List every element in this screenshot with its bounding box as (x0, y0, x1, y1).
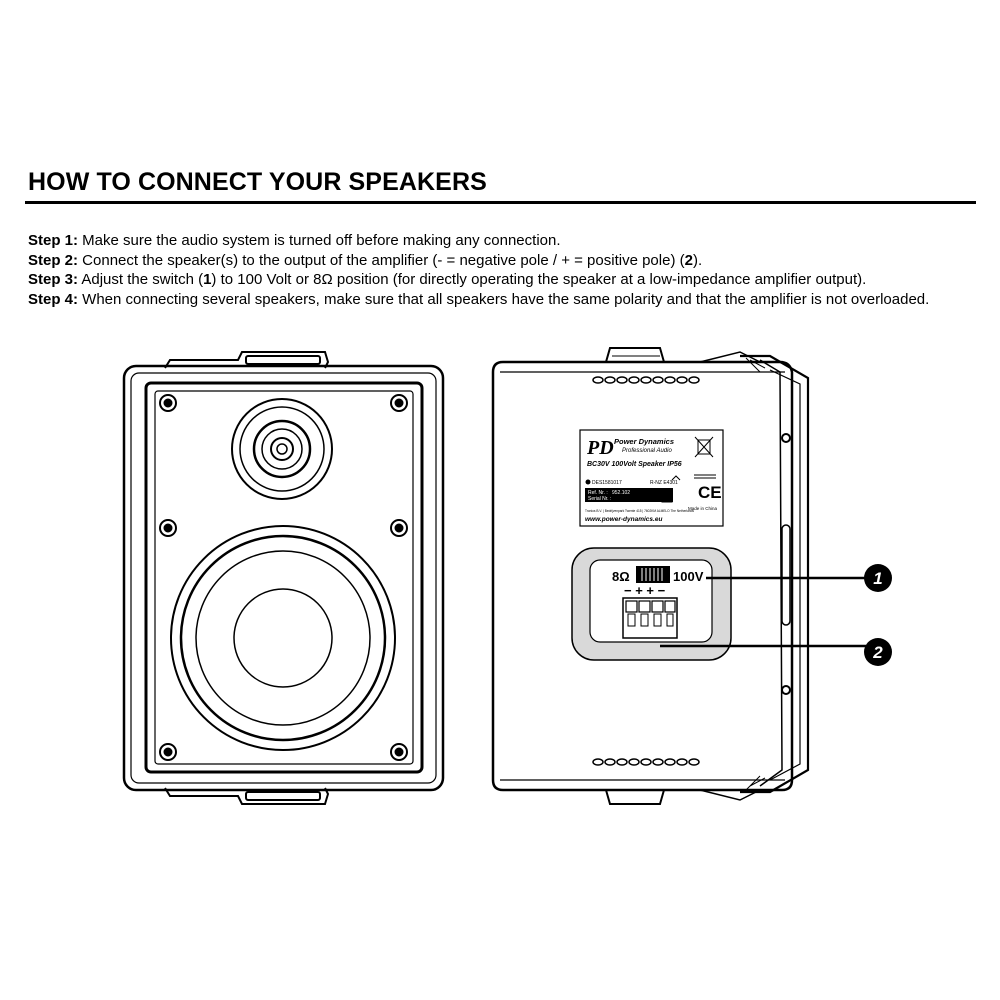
step-2: Step 2: Connect the speaker(s) to the ou… (28, 251, 978, 271)
weee-bin-icon (694, 436, 714, 458)
step-2-label: Step 2: (28, 251, 79, 269)
cert-code-2: R-NZ E4301 (650, 480, 678, 486)
callout-2: 2 (864, 638, 892, 666)
step-2-ref: 2 (684, 251, 693, 269)
cert-code-1: DES1581017 (592, 480, 622, 486)
step-3-ref: 1 (203, 271, 212, 288)
step-4-label: Step 4: (28, 290, 79, 308)
step-2-text-end: ). (692, 251, 703, 269)
brand-subtitle: Professional Audio (622, 448, 672, 454)
svg-text:1: 1 (873, 569, 882, 588)
step-1-text: Make sure the audio system is turned off… (78, 232, 561, 249)
woofer-icon (170, 525, 396, 751)
ref-label: Ref. Nr. : (588, 490, 608, 496)
tweeter-icon (231, 398, 333, 500)
switch-label-100v: 100V (673, 569, 704, 584)
title-divider (25, 201, 976, 204)
callout-1: 1 (864, 564, 892, 592)
instruction-steps: Step 1: Make sure the audio system is tu… (28, 231, 978, 309)
step-1: Step 1: Make sure the audio system is tu… (28, 231, 978, 251)
page-title: HOW TO CONNECT YOUR SPEAKERS (28, 168, 487, 196)
polarity-marks: − + + − (624, 583, 666, 598)
step-1-label: Step 1: (28, 232, 79, 249)
step-3-text-end: ) to 100 Volt or 8Ω position (for direct… (211, 271, 867, 288)
brand-name: Power Dynamics (614, 437, 674, 446)
made-in: Made in China (688, 506, 718, 511)
step-4-text: When connecting several speakers, make s… (78, 290, 930, 308)
wall-bracket (699, 351, 810, 801)
speaker-back-view: PD Power Dynamics Professional Audio BC3… (491, 347, 866, 805)
step-3-label: Step 3: (28, 271, 79, 288)
info-icon (661, 491, 673, 503)
screw-icon (159, 394, 408, 761)
step-4: Step 4: When connecting several speakers… (28, 290, 978, 310)
speaker-front-view (122, 351, 445, 805)
impedance-switch (636, 566, 670, 583)
ref-box (585, 488, 673, 502)
product-label: PD Power Dynamics Professional Audio BC3… (579, 429, 724, 527)
serial-label: Serial Nr. : (588, 496, 611, 502)
svg-text:2: 2 (872, 643, 883, 662)
switch-label-8ohm: 8Ω (612, 569, 630, 584)
speaker-terminal-block (622, 597, 678, 639)
brand-logo: PD (586, 437, 614, 459)
ref-value: 952.102 (612, 490, 630, 496)
step-3: Step 3: Adjust the switch (1) to 100 Vol… (28, 270, 978, 290)
website-url: www.power-dynamics.eu (585, 516, 662, 523)
vent-slots (592, 376, 700, 766)
address-text: Tronios B.V. | Bedrijvenpark Twente 415 … (585, 509, 694, 513)
step-2-text: Connect the speaker(s) to the output of … (78, 251, 685, 269)
step-3-text: Adjust the switch ( (78, 271, 204, 288)
terminal-panel: 8Ω 100V − + + − (571, 547, 732, 661)
ce-mark: CE (698, 483, 722, 502)
model-name: BC30V 100Volt Speaker IP56 (587, 461, 682, 468)
speaker-illustration: PD Power Dynamics Professional Audio BC3… (122, 347, 892, 805)
